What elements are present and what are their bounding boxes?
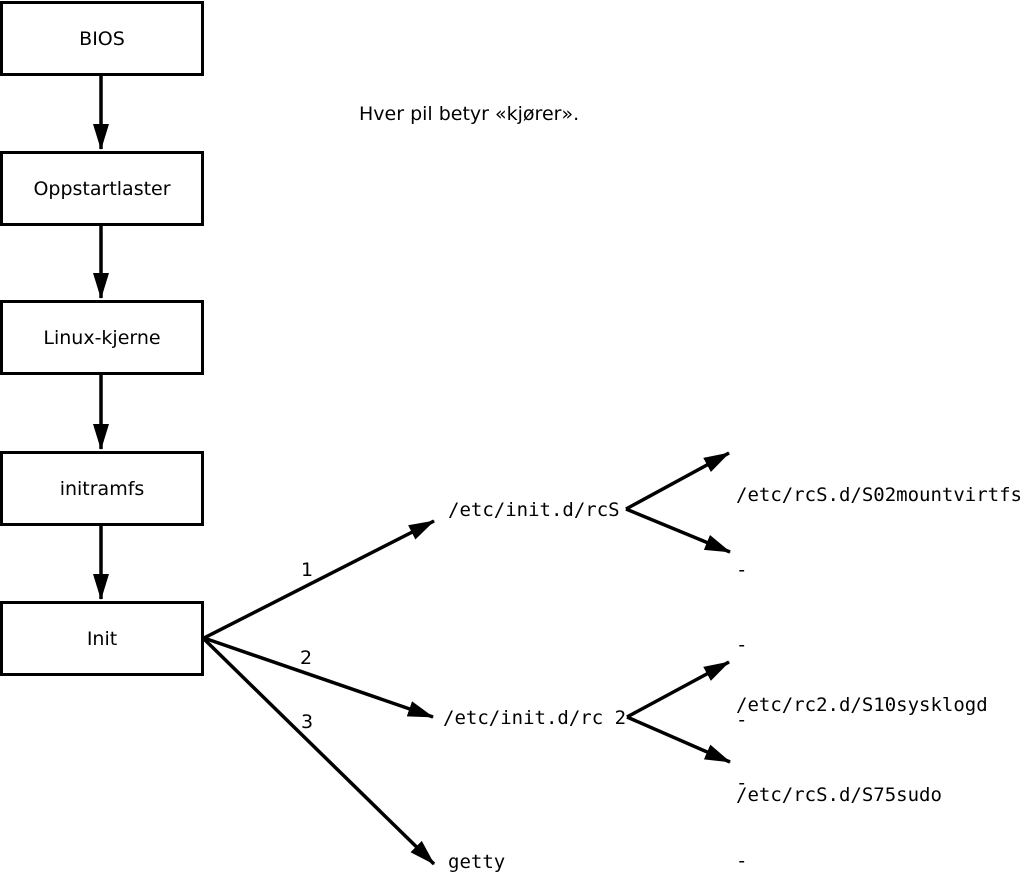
node-linux-kjerne: Linux-kjerne: [0, 300, 204, 375]
node-linux-kjerne-label: Linux-kjerne: [43, 326, 161, 349]
arrow-rcs-to-s02mountvirtfs: [625, 451, 730, 511]
arrow-init-to-getty: [202, 637, 436, 866]
node-init: Init: [0, 601, 204, 676]
arrow-init-to-rcs: [203, 519, 435, 640]
rcs-script-ellipsis-dash: -: [736, 634, 748, 656]
node-oppstartlaster-label: Oppstartlaster: [33, 177, 171, 200]
edge-label-1: 1: [300, 559, 314, 581]
arrow-rcs-to-s75sudo: [625, 507, 731, 554]
node-init-d-rc2: /etc/init.d/rc 2: [443, 707, 627, 729]
rc2-script-ellipsis-dash: -: [736, 772, 748, 794]
arrow-init-to-rc2: [203, 636, 434, 719]
rc2-script-s10sysklogd: /etc/rc2.d/S10sysklogd: [736, 694, 988, 716]
edge-label-2: 2: [299, 647, 313, 669]
rcs-script-ellipsis-dash: -: [736, 709, 748, 731]
node-initramfs: initramfs: [0, 451, 204, 526]
node-bios-label: BIOS: [79, 27, 125, 50]
rcs-script-s75sudo: /etc/rcS.d/S75sudo: [736, 784, 942, 806]
arrow-meaning-note: Hver pil betyr «kjører».: [359, 103, 580, 125]
rcs-script-ellipsis-dash: -: [736, 559, 748, 581]
rcs-script-s02mountvirtfs: /etc/rcS.d/S02mountvirtfs: [736, 484, 1022, 506]
edge-label-3: 3: [300, 711, 314, 733]
node-oppstartlaster: Oppstartlaster: [0, 151, 204, 226]
arrow-rc2-to-s10sysklogd: [626, 660, 730, 719]
node-initramfs-label: initramfs: [59, 477, 145, 500]
node-bios: BIOS: [0, 1, 204, 76]
node-getty: getty: [448, 851, 506, 873]
rcs-script-list: /etc/rcS.d/S02mountvirtfs - - - /etc/rcS…: [736, 433, 1022, 858]
rc2-script-ellipsis-dash: -: [736, 850, 748, 872]
node-init-label: Init: [86, 627, 118, 650]
node-init-d-rcs: /etc/init.d/rcS: [448, 499, 620, 521]
rc2-script-list: /etc/rc2.d/S10sysklogd - - - /etc/rc2.d/…: [736, 640, 988, 875]
arrow-rc2-to-s99gdm: [626, 715, 731, 764]
